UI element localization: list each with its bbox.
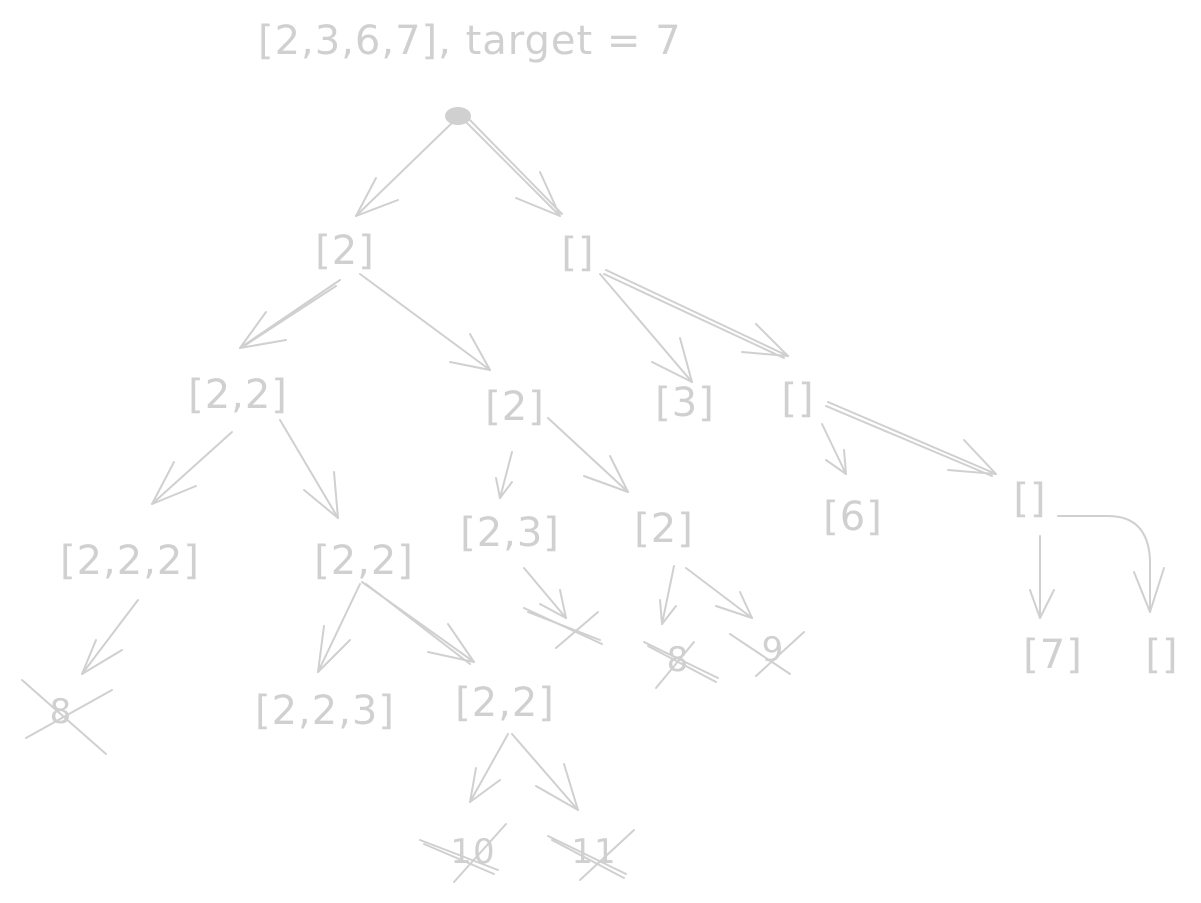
edge-root-to-empty xyxy=(461,115,563,217)
edge-2-2c-to-11 xyxy=(511,733,579,811)
node-2-2c: [2,2] xyxy=(455,680,555,726)
node-2: [2] xyxy=(315,228,375,274)
strike-10 xyxy=(419,823,507,883)
edge-2-2b-to-2-2c xyxy=(361,581,475,665)
pruned-leaf-8b: 8 xyxy=(666,640,690,680)
node-2-2-2: [2,2,2] xyxy=(60,538,200,584)
node-empty4: [] xyxy=(1145,632,1179,678)
node-empty3: [] xyxy=(1013,476,1047,522)
edge-empty3-to-7 xyxy=(1029,535,1055,619)
node-2c: [2] xyxy=(634,506,694,552)
pruned-leaf-8: 8 xyxy=(49,692,73,732)
edge-empty2-to-6 xyxy=(821,423,847,475)
edge-2-2b-to-2-2-3 xyxy=(317,583,361,673)
edge-empty-to-empty2 xyxy=(603,269,789,359)
edge-empty3-to-empty4 xyxy=(1057,515,1165,613)
strike-x xyxy=(523,607,603,649)
node-empty2: [] xyxy=(781,376,815,422)
pruned-leaf-10: 10 xyxy=(450,832,496,872)
node-2-2b: [2,2] xyxy=(314,538,414,584)
edge-2-to-2-2 xyxy=(239,279,341,349)
node-7: [7] xyxy=(1023,632,1083,678)
strike-8a xyxy=(21,679,113,755)
edge-2-2-to-2-2b xyxy=(279,419,339,519)
node-3: [3] xyxy=(655,380,715,426)
edge-2b-to-2-3 xyxy=(495,451,513,499)
pruned-leaf-9: 9 xyxy=(761,630,785,670)
node-2-3: [2,3] xyxy=(460,510,560,556)
edge-root-to-2 xyxy=(355,119,456,217)
node-6: [6] xyxy=(823,494,883,540)
strike-8b xyxy=(643,641,719,689)
strike-9 xyxy=(729,631,805,677)
diagram-title: [2,3,6,7], target = 7 xyxy=(258,18,682,64)
edge-2-2-to-2-2-2 xyxy=(151,431,233,505)
edge-2c-to-8 xyxy=(659,565,677,625)
edge-2b-to-2c xyxy=(547,417,629,493)
edge-2c-to-9 xyxy=(685,567,753,619)
node-empty: [] xyxy=(561,230,595,276)
node-2b: [2] xyxy=(485,384,545,430)
edge-2-2-2-to-8 xyxy=(81,599,139,675)
edge-2-3-to-x xyxy=(523,567,567,619)
node-2-2: [2,2] xyxy=(188,372,288,418)
node-2-2-3: [2,2,3] xyxy=(255,688,395,734)
strike-11 xyxy=(547,829,635,881)
edge-empty2-to-empty3 xyxy=(825,401,997,477)
pruned-leaf-11: 11 xyxy=(571,832,617,872)
edge-2-to-2b xyxy=(359,273,491,371)
edge-empty-to-3 xyxy=(599,273,693,383)
edge-2-2c-to-10 xyxy=(469,733,509,803)
